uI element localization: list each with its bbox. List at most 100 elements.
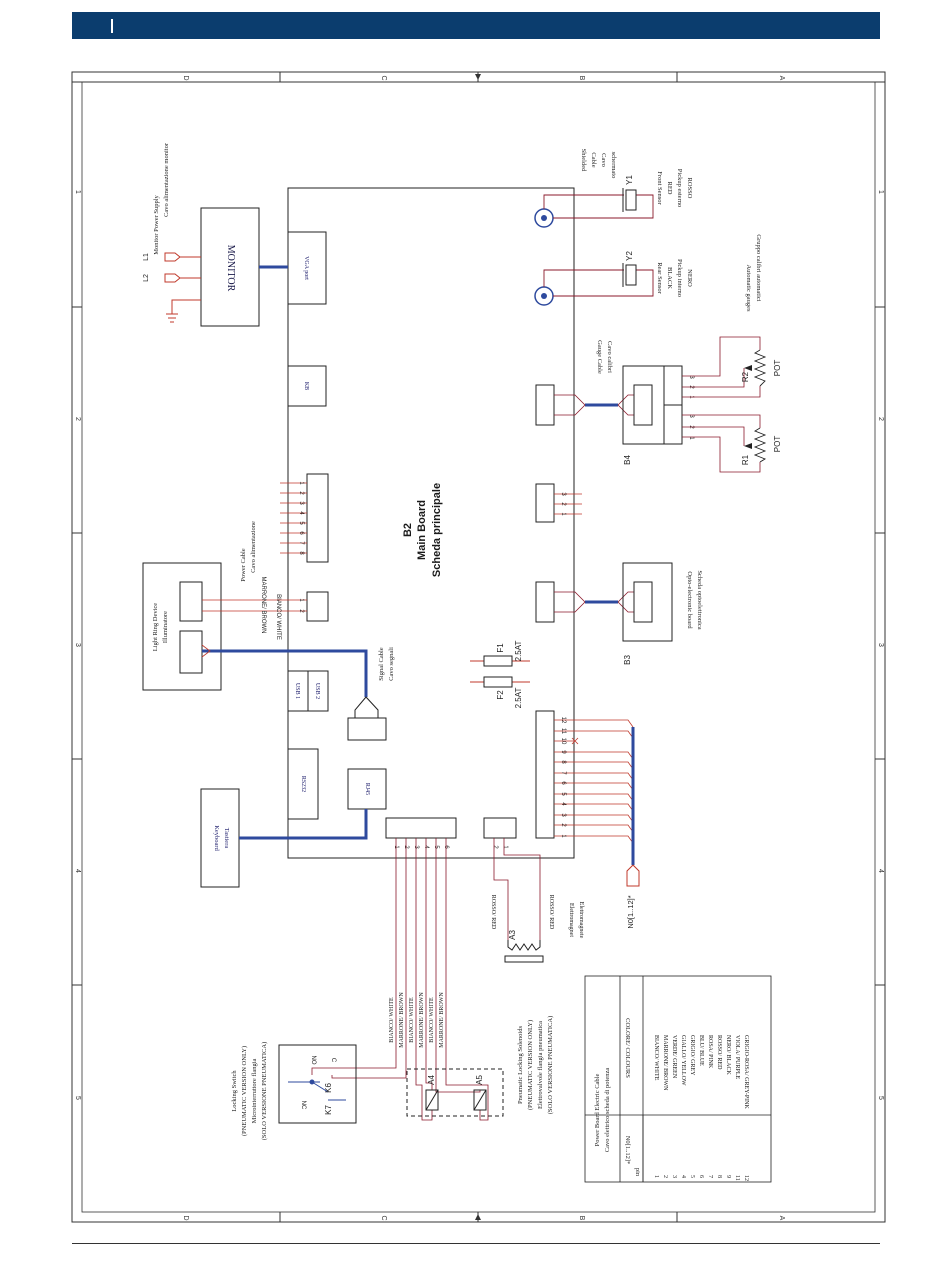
rear-sensor-line-3: Pickup interno <box>676 259 683 297</box>
usb1-label: USB 1 <box>294 683 300 699</box>
col-label-b-bottom: B <box>578 1216 585 1221</box>
legend-pin: 12 <box>743 1175 749 1181</box>
light-ring-box <box>142 562 222 691</box>
front-sensor-line-3: Pickup esterno <box>676 169 683 207</box>
legend-colour: ROSA/ PINK <box>707 1035 713 1069</box>
pin8-label: 8 <box>560 760 566 764</box>
pot-wires <box>682 336 761 473</box>
gauge-board-connector <box>535 384 555 426</box>
b3-connector <box>633 581 653 623</box>
electromagnet-label-it: Elettromagnete <box>578 902 584 939</box>
light-ring-wire-white: BIANCO/ WHITE <box>275 594 281 640</box>
electromagnet-wire-right: ROSSO/ RED <box>548 895 554 930</box>
six-pin-wires <box>311 838 541 1121</box>
light-ring-label-it: Illuminatore <box>162 611 169 643</box>
locking-switch-line-4: (SOLO VERSIONE PNEUMATICA) <box>261 1042 268 1140</box>
pot-r2-wiper <box>744 365 752 371</box>
legend-pin: 2 <box>662 1175 668 1178</box>
rj45-label: RJ45 <box>364 783 370 795</box>
pot-r2-resistor <box>753 349 767 387</box>
row-label-2-left: 2 <box>74 417 81 421</box>
fuse-f2-rating: 2.5AT <box>514 688 523 709</box>
row-label-2-right: 2 <box>877 417 884 421</box>
solenoid-a5-label: A5 <box>475 1075 484 1085</box>
six-pin-wire-2: MARRONE/ BROWN <box>399 992 405 1048</box>
rear-sensor-line-1: Rear Sensor <box>656 262 663 294</box>
legend-colour: GIALLO/ YELLOW <box>680 1035 686 1086</box>
legend-colour: MARRONE/ BROWN <box>662 1035 668 1091</box>
locking-switch-box <box>278 1044 357 1124</box>
pin7-label: 7 <box>560 771 566 775</box>
fuse-f1 <box>470 655 530 667</box>
pin10-label: 10 <box>560 738 566 745</box>
solenoids-line-1: Pneumatic Locking Solenoids <box>517 1026 524 1104</box>
pin12-label: 12 <box>560 717 566 724</box>
six-pin-wire-4: MARRONE/ BROWN <box>419 992 425 1048</box>
front-sensor-id: Y1 <box>625 175 634 185</box>
legend-colour: ROSSO/ RED <box>716 1035 722 1070</box>
light-ring-wires <box>202 599 307 612</box>
legend-pin: 4 <box>680 1175 686 1178</box>
col-label-d-top: D <box>182 75 189 80</box>
kb-port-label: KB <box>303 382 309 390</box>
front-sensor-line-1: Front Sensor <box>656 171 663 205</box>
pin11-label: 11 <box>560 728 566 735</box>
solenoids-line-2: (PNEUMATIC VERSION ONLY) <box>527 1020 534 1110</box>
main-board-title-en: Main Board <box>416 500 428 560</box>
shielded-line-4: schermato <box>610 152 617 179</box>
twelve-pin-connector <box>535 710 555 839</box>
opto-cable-fanout <box>554 591 634 613</box>
legend-title-it: Cavo elettrico scheda di potenza <box>604 1068 611 1153</box>
electromagnet-a3 <box>504 940 544 963</box>
pin1-label: 1 <box>560 834 566 838</box>
legend-colour: VERDE/ GREEN <box>671 1035 677 1079</box>
six-pin-wire-5: BIANCO/ WHITE <box>429 997 435 1043</box>
pot-r1-wiper <box>744 443 752 449</box>
monitor-label: MONITOR <box>225 245 236 292</box>
light-ring-board-connector <box>306 591 329 622</box>
main-board-id: B2 <box>402 523 414 537</box>
col-label-a-bottom: A <box>778 1216 785 1221</box>
signal-connector <box>347 717 387 741</box>
solenoid-a4-coil <box>425 1089 439 1111</box>
fuse-f2 <box>470 676 530 688</box>
light-ring-connector-1 <box>179 581 203 622</box>
b4-r2-pin-3: 3 <box>688 375 694 379</box>
keyboard-label-en: Keyboard <box>213 825 220 851</box>
frame-marker-top <box>475 74 481 80</box>
legend-pins: 1 2 3 4 5 6 7 8 9 11 12 <box>653 1175 749 1181</box>
power-pin-4: 4 <box>298 511 304 515</box>
three-pin-1: 1 <box>560 512 566 516</box>
solenoid-a4 <box>425 1089 439 1111</box>
electromagnet-id: A3 <box>508 930 517 940</box>
shielded-line-1: Shielded <box>580 149 587 172</box>
legend-col2-header: COLORE/ COLOURS <box>624 1018 631 1078</box>
row-label-5-right: 5 <box>877 1096 884 1100</box>
shielded-line-3: Cavo <box>600 153 607 167</box>
monitor-power-plug <box>164 252 201 323</box>
locking-switch-line-1: Locking Switch <box>231 1070 238 1112</box>
row-label-1-right: 1 <box>877 190 884 194</box>
legend-pin: 9 <box>725 1175 731 1178</box>
rear-sensor-line-4: NERO <box>686 269 693 287</box>
power-cable-label-en: Power Cable <box>240 548 247 582</box>
solenoid-a5-coil <box>473 1089 487 1111</box>
row-label-5-left: 5 <box>74 1096 81 1100</box>
six-pin-connector <box>385 817 457 839</box>
opto-label-en: Opto-electronic board <box>686 571 693 629</box>
r2-pot-label: POT <box>773 360 782 377</box>
signal-cable-label-it: Cavo segnali <box>388 647 395 681</box>
row-label-4-right: 4 <box>877 869 884 873</box>
drawing-frame <box>71 71 886 1223</box>
keyboard-label-it: Tastiera <box>223 828 230 849</box>
locking-switch-contacts <box>288 1079 346 1101</box>
r1-label: R1 <box>741 454 750 465</box>
legend-title-en: Power Board Electric Cable <box>594 1074 601 1147</box>
auto-gauges-line-1: Automatic gauges <box>745 264 752 312</box>
power-pin-7: 7 <box>298 541 304 545</box>
power-cable-wires <box>280 482 307 554</box>
b4-id: B4 <box>623 455 632 465</box>
six-pin-wire-3: BIANCO/ WHITE <box>409 997 415 1043</box>
rear-sensor-y2 <box>622 263 637 287</box>
pin4-label: 4 <box>560 802 566 806</box>
